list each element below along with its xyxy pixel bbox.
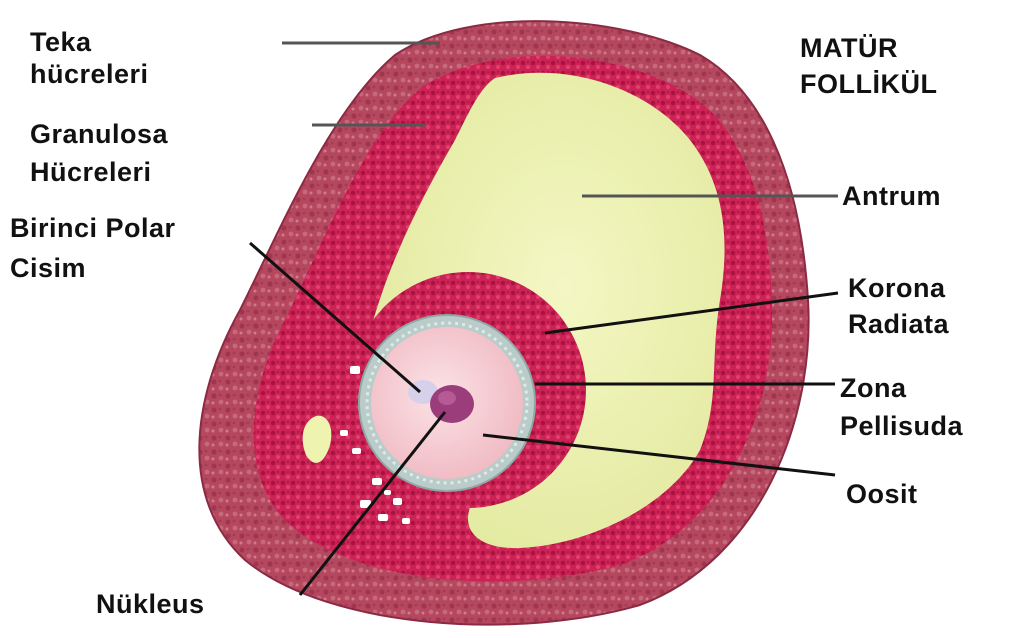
label-teka: Teka hücreleri bbox=[30, 26, 149, 90]
diagram-title: MATÜR FOLLİKÜL bbox=[800, 32, 937, 100]
label-granulosa-line1: Granulosa bbox=[30, 118, 168, 150]
title-line2: FOLLİKÜL bbox=[800, 68, 937, 100]
label-korona: Korona Radiata bbox=[848, 272, 949, 340]
label-polar-line2: Cisim bbox=[10, 252, 176, 284]
label-zona-line1: Zona bbox=[840, 372, 963, 404]
nucleus bbox=[430, 385, 474, 423]
label-korona-line1: Korona bbox=[848, 272, 949, 304]
label-teka-line2: hücreleri bbox=[30, 58, 149, 90]
label-polar-body: Birinci Polar Cisim bbox=[10, 212, 176, 284]
label-oosit: Oosit bbox=[846, 478, 918, 510]
label-antrum-text: Antrum bbox=[842, 181, 941, 211]
label-nukleus-text: Nükleus bbox=[96, 589, 205, 619]
title-line1: MATÜR bbox=[800, 32, 937, 64]
label-zona: Zona Pellisuda bbox=[840, 372, 963, 442]
label-nukleus: Nükleus bbox=[96, 588, 205, 620]
label-korona-line2: Radiata bbox=[848, 308, 949, 340]
label-granulosa: Granulosa Hücreleri bbox=[30, 118, 168, 188]
label-zona-line2: Pellisuda bbox=[840, 410, 963, 442]
label-teka-line1: Teka bbox=[30, 26, 149, 58]
label-granulosa-line2: Hücreleri bbox=[30, 156, 168, 188]
label-antrum: Antrum bbox=[842, 180, 941, 212]
label-oosit-text: Oosit bbox=[846, 479, 918, 509]
label-polar-line1: Birinci Polar bbox=[10, 212, 176, 244]
